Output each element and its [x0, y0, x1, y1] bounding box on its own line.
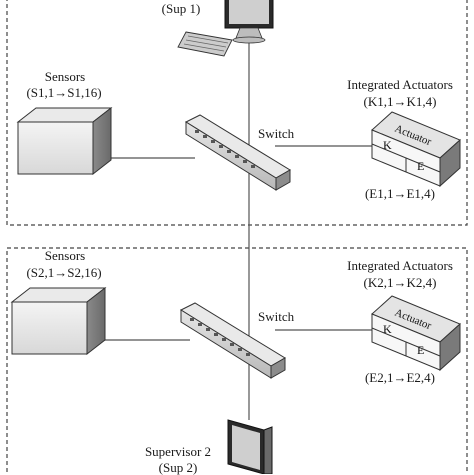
- sensors-1-label: Sensors: [44, 69, 86, 84]
- sensors-1-box-icon: [16, 106, 113, 176]
- supervisor-2-id: (Sup 2): [158, 460, 198, 475]
- actuators-2-label: Integrated Actuators: [347, 258, 453, 273]
- actuator-2-e-label: E: [417, 343, 424, 357]
- supervisor-1-id: (Sup 1): [161, 1, 201, 16]
- actuators-1-e-range: (E1,1→E1,4): [364, 186, 436, 201]
- switch-2-icon: [179, 302, 286, 379]
- actuator-2-box-icon: [371, 295, 461, 372]
- network-links: [105, 40, 372, 420]
- actuators-1-label: Integrated Actuators: [347, 77, 453, 92]
- zone-1-frame: [6, 0, 468, 226]
- switch-1-label: Switch: [258, 126, 295, 141]
- actuator-1-box-icon: [371, 111, 461, 188]
- supervisor-2-label: Supervisor 2: [144, 444, 212, 459]
- sensors-1-range: (S1,1→S1,16): [26, 85, 102, 100]
- actuators-2-k-range: (K2,1→K2,4): [363, 275, 437, 290]
- switch-2-label: Switch: [258, 309, 295, 324]
- sensors-2-label: Sensors: [44, 248, 86, 263]
- actuator-2-k-label: K: [383, 322, 392, 336]
- supervisor-1-computer-icon: [224, 0, 274, 44]
- supervisor-1-keyboard-icon: [177, 31, 233, 57]
- switch-1-icon: [184, 114, 291, 191]
- actuators-1-k-range: (K1,1→K1,4): [363, 94, 437, 109]
- sensors-2-range: (S2,1→S2,16): [26, 265, 102, 280]
- actuator-1-k-label: K: [383, 138, 392, 152]
- supervisor-2-computer-icon: [227, 419, 273, 474]
- sensors-2-box-icon: [10, 286, 107, 356]
- actuator-1-e-label: E: [417, 159, 424, 173]
- actuators-2-e-range: (E2,1→E2,4): [364, 370, 436, 385]
